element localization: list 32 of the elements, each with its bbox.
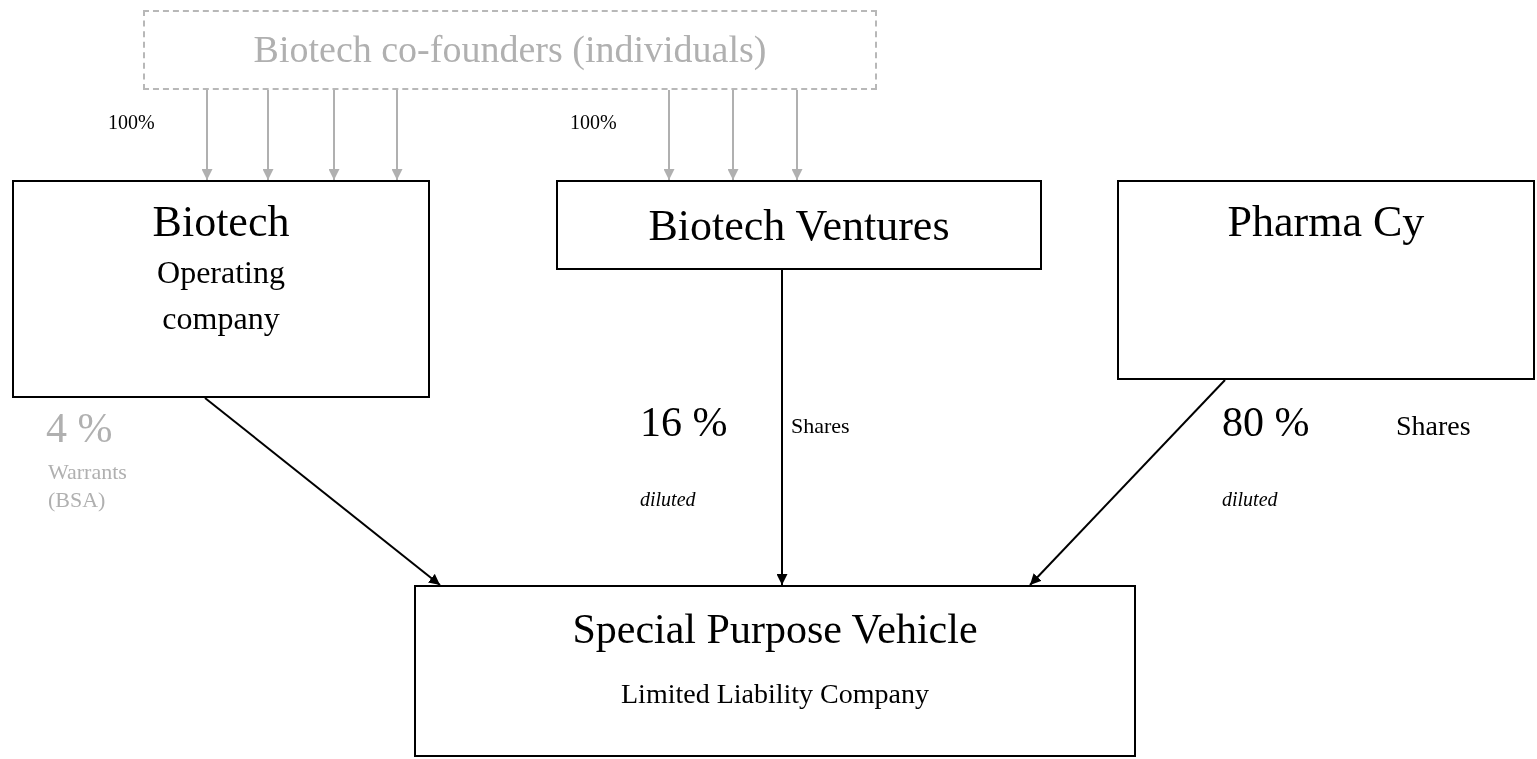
note-label: diluted <box>640 487 696 512</box>
node-title: Biotech <box>152 196 290 248</box>
node-subtitle: Operating company <box>156 253 286 338</box>
arrow <box>791 89 803 181</box>
company-box <box>1117 180 1535 380</box>
arrow <box>204 397 441 586</box>
ownership-label: 100% <box>108 110 155 135</box>
node-title: Biotech Ventures <box>648 199 950 252</box>
percentage-label: 80 % <box>1222 398 1310 447</box>
arrow <box>776 269 788 586</box>
group-box <box>143 10 877 90</box>
arrow <box>328 89 340 181</box>
arrow <box>1029 379 1226 586</box>
arrow <box>391 89 403 181</box>
node-title: Special Purpose Vehicle <box>572 605 978 654</box>
arrow <box>727 89 739 181</box>
arrow <box>262 89 274 181</box>
company-box <box>556 180 1042 270</box>
node-title: Pharma Cy <box>1227 196 1425 248</box>
node-subtitle: Limited Liability Company <box>621 676 929 711</box>
node-title: Biotech co-founders (individuals) <box>253 27 767 73</box>
percentage-label: 4 % <box>46 404 113 453</box>
company-box <box>12 180 430 398</box>
ownership-label: 100% <box>570 110 617 135</box>
arrow <box>201 89 213 181</box>
company-box <box>414 585 1136 757</box>
note-label: diluted <box>1222 487 1278 512</box>
note-label: Shares <box>1396 409 1471 443</box>
note-label: Shares <box>791 412 850 440</box>
arrow <box>663 89 675 181</box>
percentage-label: 16 % <box>640 398 728 447</box>
note-label: Warrants (BSA) <box>48 458 128 513</box>
